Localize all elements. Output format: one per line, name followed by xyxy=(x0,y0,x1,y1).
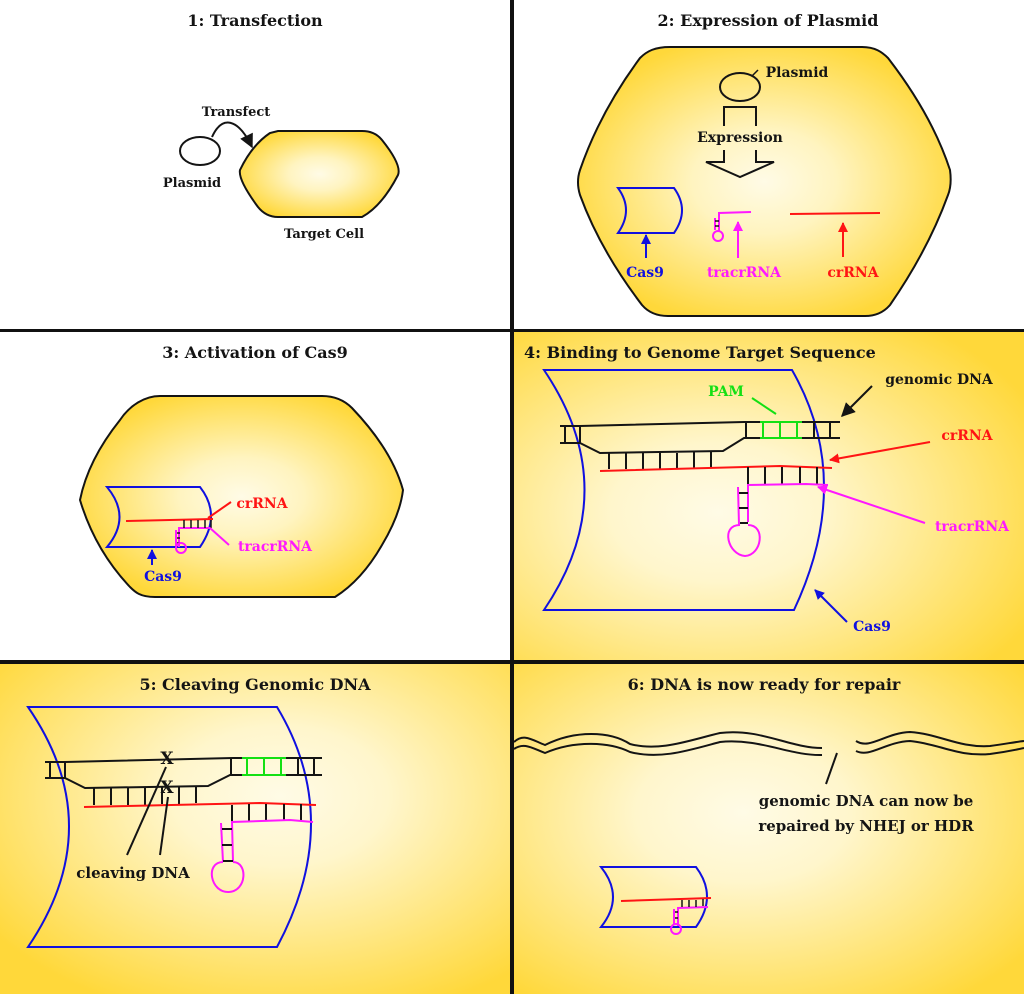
plasmid-label: Plasmid xyxy=(766,65,829,81)
expression-arrow-icon xyxy=(705,150,775,179)
cleaving-dna-label: cleaving DNA xyxy=(76,864,190,882)
cut-mark-bottom-icon: X xyxy=(160,778,174,798)
stem-base-pairs xyxy=(739,492,748,524)
cas9-shape xyxy=(616,187,683,234)
panel-3-activation: 3: Activation of Cas9 crRNA tracrRNA Cas… xyxy=(0,332,510,660)
cas9-shape xyxy=(104,486,212,548)
genomic-dna-pointer xyxy=(841,385,873,417)
repair-text-line-1: genomic DNA can now be xyxy=(759,792,974,810)
cas9-label: Cas9 xyxy=(144,569,182,585)
pam-sequence xyxy=(760,421,802,439)
tracrrna-pointer xyxy=(209,527,230,546)
tracrrna-label: tracrRNA xyxy=(238,539,313,555)
panel-6-title: 6: DNA is now ready for repair xyxy=(628,675,901,694)
tracrrna-stem xyxy=(220,822,224,863)
tracrrna-strand xyxy=(677,906,709,926)
crrna-strand xyxy=(83,801,317,808)
panel-1-transfection: 1: Transfection Plasmid Transfect Target… xyxy=(0,0,510,329)
crrna-pointer xyxy=(207,501,232,519)
cut-mark-top-icon: X xyxy=(160,749,174,769)
tracrrna-pointer xyxy=(817,485,926,524)
tracrrna-strand xyxy=(230,818,314,863)
tracrrna-loop xyxy=(727,524,761,558)
broken-genomic-dna xyxy=(513,730,1024,757)
crrna-strand xyxy=(599,464,833,472)
tracrrna-base-pairs xyxy=(231,804,302,822)
panel-2-expression: 2: Expression of Plasmid Plasmid Express… xyxy=(514,0,1024,329)
crrna-strand xyxy=(620,897,712,902)
cleave-pointer-top xyxy=(126,766,167,856)
transfect-label: Transfect xyxy=(202,105,271,120)
crrna-strand xyxy=(789,212,881,215)
panel-6-repair: 6: DNA is now ready for repair genomic D… xyxy=(513,664,1024,994)
transfect-arrow-icon xyxy=(211,121,253,149)
cas9-shape xyxy=(542,369,825,611)
cell-body xyxy=(577,46,952,317)
cas9-shape xyxy=(598,866,708,928)
pam-pointer xyxy=(751,397,777,415)
pam-sequence xyxy=(242,757,286,776)
panel-4-title: 4: Binding to Genome Target Sequence xyxy=(524,343,876,362)
plasmid-label: Plasmid xyxy=(163,176,221,191)
tracrrna-label: tracrRNA xyxy=(935,519,1010,535)
panel-5-title: 5: Cleaving Genomic DNA xyxy=(139,675,371,694)
tracrrna-base-pairs xyxy=(747,467,818,485)
genomic-dna-label: genomic DNA xyxy=(885,372,994,388)
target-cell-label: Target Cell xyxy=(284,227,364,242)
tracrrna-stem xyxy=(737,486,740,526)
horizontal-divider-2 xyxy=(0,660,1024,664)
cas9-pointer xyxy=(814,589,848,623)
cas9-label: Cas9 xyxy=(853,619,891,635)
genomic-dna xyxy=(45,757,322,805)
panel-5-background xyxy=(0,664,510,994)
cleave-pointer-bottom xyxy=(159,796,169,856)
repair-text-line-2: repaired by NHEJ or HDR xyxy=(758,817,974,835)
crrna-pointer xyxy=(829,441,931,464)
crrna-strand xyxy=(125,518,214,522)
tracrrna-loop xyxy=(175,542,187,554)
plasmid-pointer xyxy=(751,69,759,77)
crrna-label: crRNA xyxy=(827,265,879,281)
panel-5-cleaving: 5: Cleaving Genomic DNA xyxy=(0,664,510,994)
tracrrna-loop xyxy=(712,230,724,242)
panel-3-title: 3: Activation of Cas9 xyxy=(162,343,348,362)
tracrrna-strand xyxy=(747,482,829,522)
crrna-base-pairs xyxy=(608,452,712,469)
tracrrna-strand xyxy=(178,527,211,547)
expression-label: Expression xyxy=(697,130,783,146)
pam-label: PAM xyxy=(708,384,744,400)
cas9-shape xyxy=(26,706,312,948)
crrna-label: crRNA xyxy=(236,496,288,512)
panel-4-background xyxy=(514,332,1024,660)
crrna-label: crRNA xyxy=(941,428,993,444)
tracrrna-label: tracrRNA xyxy=(707,265,782,281)
stem-base-pairs xyxy=(222,828,233,862)
expression-arrow-top xyxy=(723,106,757,126)
horizontal-divider-1 xyxy=(0,329,1024,332)
plasmid-icon xyxy=(719,72,761,102)
panel-4-binding: 4: Binding to Genome Target Sequence PAM… xyxy=(514,332,1024,660)
panel-2-title: 2: Expression of Plasmid xyxy=(658,11,879,30)
break-pointer xyxy=(825,752,838,785)
vertical-divider xyxy=(510,0,514,994)
tracrrna-loop xyxy=(670,923,682,935)
panel-1-title: 1: Transfection xyxy=(187,11,323,30)
panel-6-background xyxy=(514,664,1024,994)
cas9-label: Cas9 xyxy=(626,265,664,281)
plasmid-icon xyxy=(179,136,221,166)
tracrrna-loop xyxy=(210,861,245,894)
target-cell xyxy=(238,130,400,218)
